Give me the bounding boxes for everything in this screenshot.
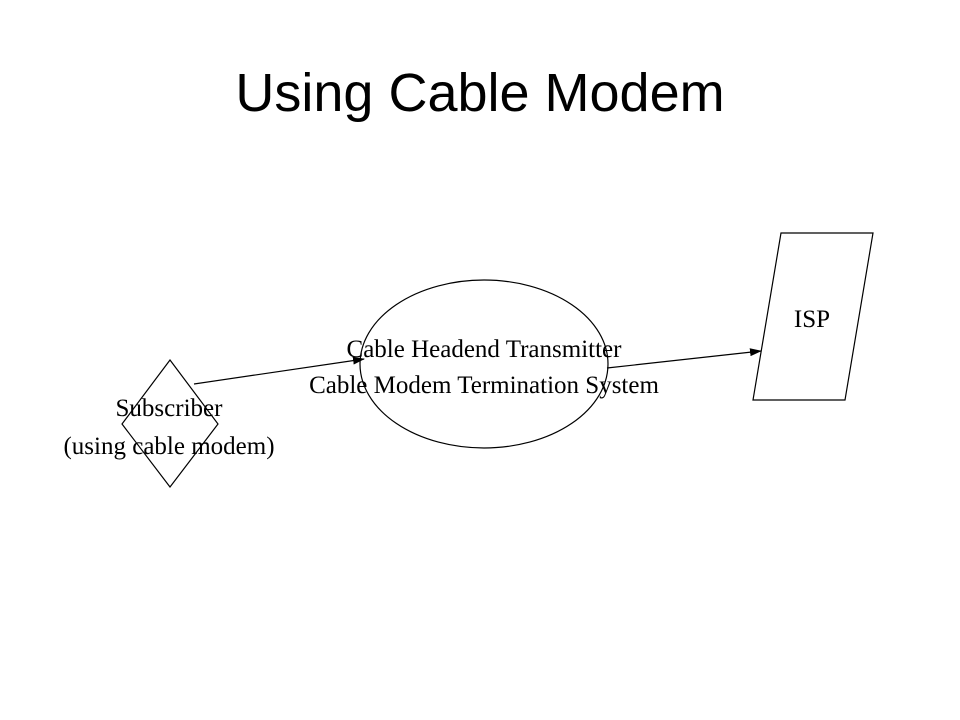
headend-label-line1: Cable Headend Transmitter [347, 336, 623, 363]
headend-ellipse-shape [359, 279, 609, 449]
arrow-headend-to-isp [606, 348, 762, 369]
isp-parallelogram-shape [752, 232, 874, 401]
arrow-subscriber-to-headend [193, 356, 365, 385]
headend-label-line2: Cable Modem Termination System [309, 372, 659, 399]
subscriber-diamond-shape [121, 359, 219, 488]
subscriber-label-line1: Subscriber [116, 395, 224, 422]
subscriber-label-line2: (using cable modem) [63, 433, 274, 460]
isp-label: ISP [794, 306, 830, 333]
slide-title: Using Cable Modem [235, 63, 725, 123]
